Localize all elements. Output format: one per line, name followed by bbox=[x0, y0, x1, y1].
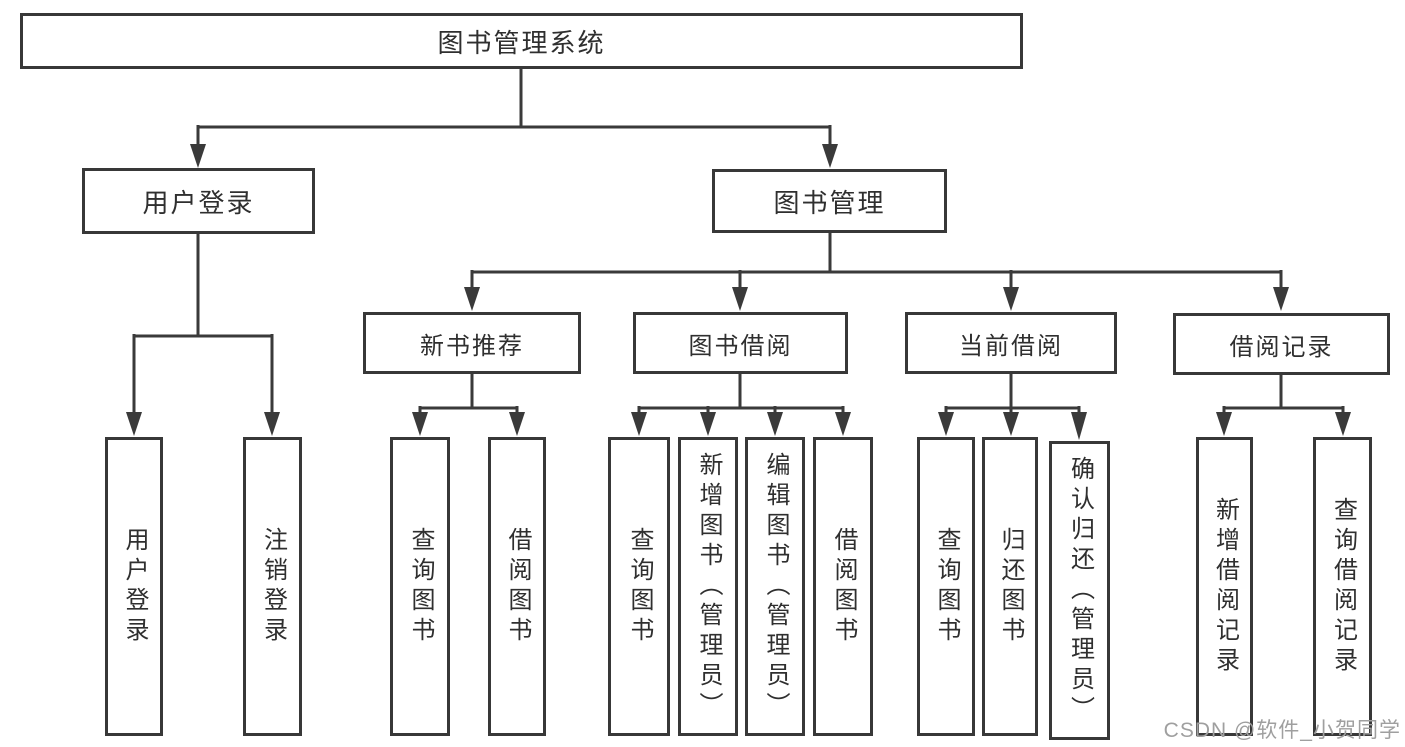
node-new-book-recommend: 新书推荐 bbox=[363, 312, 581, 374]
node-label: 图书管理 bbox=[773, 187, 886, 218]
node-label: 查询图书 bbox=[933, 526, 960, 647]
leaf-edit-book-admin: 编辑图书（管理员） bbox=[745, 437, 805, 736]
node-label: 借阅图书 bbox=[504, 526, 531, 647]
leaf-query-books-recommend: 查询图书 bbox=[390, 437, 450, 736]
leaf-query-books-borrow: 查询图书 bbox=[608, 437, 670, 736]
leaf-borrow-books-recommend: 借阅图书 bbox=[488, 437, 546, 736]
node-borrow-records: 借阅记录 bbox=[1173, 313, 1390, 375]
node-label: 查询图书 bbox=[626, 526, 653, 647]
node-label: 注销登录 bbox=[259, 526, 287, 647]
node-label: 新增借阅记录 bbox=[1211, 496, 1239, 677]
leaf-logout: 注销登录 bbox=[243, 437, 302, 736]
node-label: 查询借阅记录 bbox=[1329, 496, 1357, 677]
node-label: 新增图书（管理员） bbox=[695, 451, 722, 722]
node-label: 借阅图书 bbox=[830, 526, 857, 647]
node-book-borrow: 图书借阅 bbox=[633, 312, 848, 374]
leaf-add-book-admin: 新增图书（管理员） bbox=[678, 437, 738, 736]
node-label: 当前借阅 bbox=[959, 332, 1063, 360]
node-label: 新书推荐 bbox=[420, 332, 524, 360]
node-label: 查询图书 bbox=[407, 526, 434, 647]
node-label: 用户登录 bbox=[142, 187, 255, 218]
leaf-confirm-return-admin: 确认归还（管理员） bbox=[1049, 441, 1110, 740]
node-library-system: 图书管理系统 bbox=[20, 13, 1023, 69]
node-label: 编辑图书（管理员） bbox=[762, 451, 789, 722]
node-user-login: 用户登录 bbox=[82, 168, 315, 234]
leaf-return-book: 归还图书 bbox=[982, 437, 1038, 736]
leaf-add-borrow-record: 新增借阅记录 bbox=[1196, 437, 1253, 736]
leaf-query-borrow-record: 查询借阅记录 bbox=[1313, 437, 1372, 736]
node-label: 图书管理系统 bbox=[437, 27, 606, 58]
csdn-watermark: CSDN @软件_小贺同学 bbox=[1163, 719, 1401, 742]
node-label: 确认归还（管理员） bbox=[1066, 455, 1094, 726]
node-label: 借阅记录 bbox=[1229, 333, 1334, 361]
node-current-borrow: 当前借阅 bbox=[905, 312, 1117, 374]
node-label: 用户登录 bbox=[121, 526, 148, 647]
node-label: 图书借阅 bbox=[688, 332, 793, 360]
node-book-management: 图书管理 bbox=[712, 169, 947, 233]
leaf-borrow-books: 借阅图书 bbox=[813, 437, 873, 736]
node-label: 归还图书 bbox=[997, 526, 1024, 647]
leaf-query-books-current: 查询图书 bbox=[917, 437, 975, 736]
leaf-user-login: 用户登录 bbox=[105, 437, 163, 736]
